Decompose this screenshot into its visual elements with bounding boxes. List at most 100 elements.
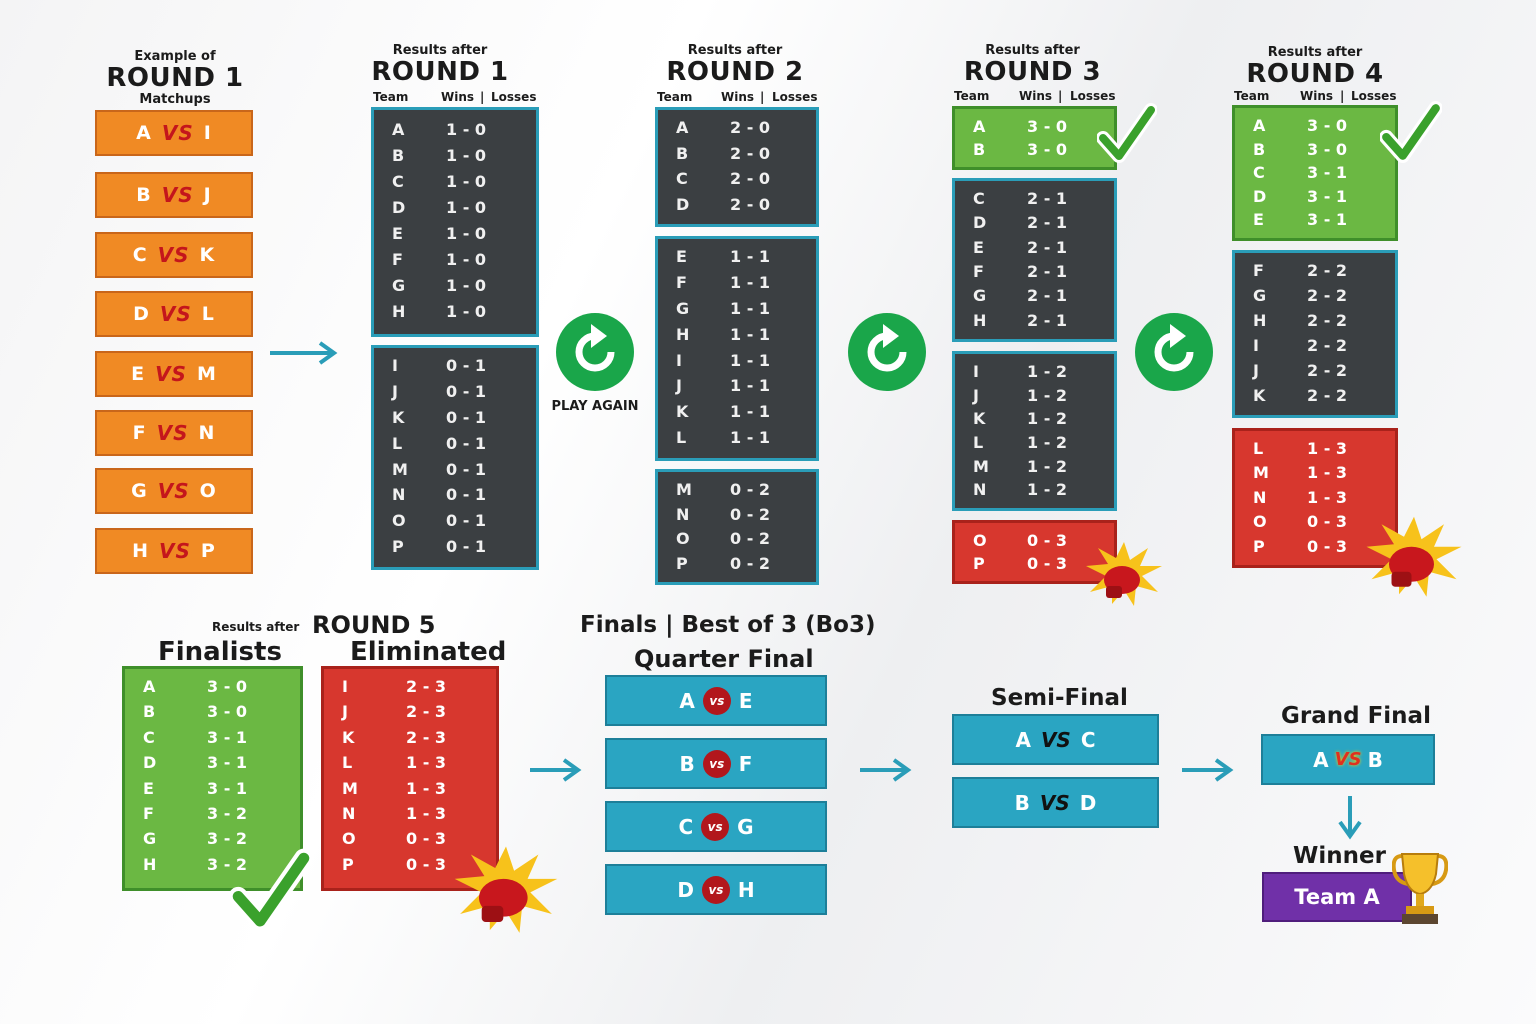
- team-label: E: [143, 778, 154, 798]
- record-label: 1 - 1: [730, 298, 771, 318]
- team-label: E: [973, 237, 984, 257]
- eliminated-title: Eliminated: [350, 637, 507, 667]
- team-label: M: [973, 456, 989, 476]
- record-label: 2 - 2: [1307, 261, 1348, 280]
- team-label: A: [392, 120, 405, 139]
- team-label: C: [1253, 163, 1265, 183]
- standing-row: C 3 - 1: [1235, 163, 1395, 189]
- record-label: 2 - 0: [730, 143, 771, 163]
- record-label: 1 - 3: [406, 778, 447, 798]
- round1-example-title: ROUND 1: [106, 63, 244, 93]
- record-label: 0 - 1: [446, 459, 487, 479]
- team-label: P: [342, 854, 354, 874]
- record-label: 2 - 1: [1027, 286, 1068, 306]
- round4-title: ROUND 4: [1246, 59, 1384, 89]
- team-label: D: [143, 753, 157, 773]
- record-label: 0 - 1: [446, 356, 487, 375]
- team-label: H: [676, 324, 690, 344]
- column-headers: Team Wins | Losses: [1234, 89, 1397, 103]
- winner-badge: Team A: [1262, 872, 1412, 922]
- team-label: I: [342, 677, 348, 696]
- checkmark-icon: [1097, 103, 1157, 163]
- reset-arrow-icon[interactable]: [847, 312, 927, 392]
- record-label: 1 - 2: [1027, 385, 1068, 405]
- team-label: A: [143, 677, 156, 696]
- record-label: 2 - 0: [730, 118, 771, 137]
- arrow-right-icon: [270, 341, 338, 365]
- record-label: 0 - 1: [446, 433, 487, 453]
- record-label: 1 - 0: [446, 250, 487, 269]
- team-label: F: [143, 803, 154, 823]
- semi-final-title: Semi-Final: [991, 685, 1128, 711]
- team-label: G: [392, 276, 406, 295]
- column-headers: Team Wins | Losses: [954, 89, 1116, 103]
- reset-arrow-icon[interactable]: [555, 312, 635, 392]
- record-label: 2 - 2: [1307, 361, 1348, 380]
- record-label: 1 - 1: [730, 402, 771, 422]
- team-label: K: [973, 409, 986, 429]
- record-label: 3 - 2: [207, 803, 248, 823]
- team-label: L: [973, 433, 984, 452]
- boxing-glove-icon: [454, 846, 558, 933]
- record-label: 0 - 2: [730, 529, 771, 548]
- record-label: 0 - 1: [446, 407, 487, 427]
- team-label: O: [973, 531, 987, 550]
- record-label: 2 - 2: [1307, 336, 1348, 355]
- record-label: 3 - 1: [1307, 163, 1348, 183]
- round4-results-header: Results after ROUND 4: [1240, 46, 1390, 87]
- finalists-title: Finalists: [158, 637, 282, 667]
- team-label: I: [973, 362, 979, 381]
- winner-title: Winner: [1293, 843, 1386, 869]
- team-label: O: [342, 829, 356, 849]
- record-label: 1 - 0: [446, 146, 487, 165]
- team-label: A: [973, 117, 986, 136]
- record-label: 2 - 0: [730, 169, 771, 188]
- results-after-label: Results after: [392, 43, 488, 58]
- record-label: 1 - 1: [730, 428, 771, 448]
- arrow-right-icon: [1182, 758, 1234, 782]
- record-label: 0 - 3: [1307, 536, 1348, 556]
- record-label: 2 - 1: [1027, 213, 1068, 233]
- reset-arrow-icon[interactable]: [1134, 312, 1214, 392]
- record-label: 1 - 3: [406, 803, 447, 823]
